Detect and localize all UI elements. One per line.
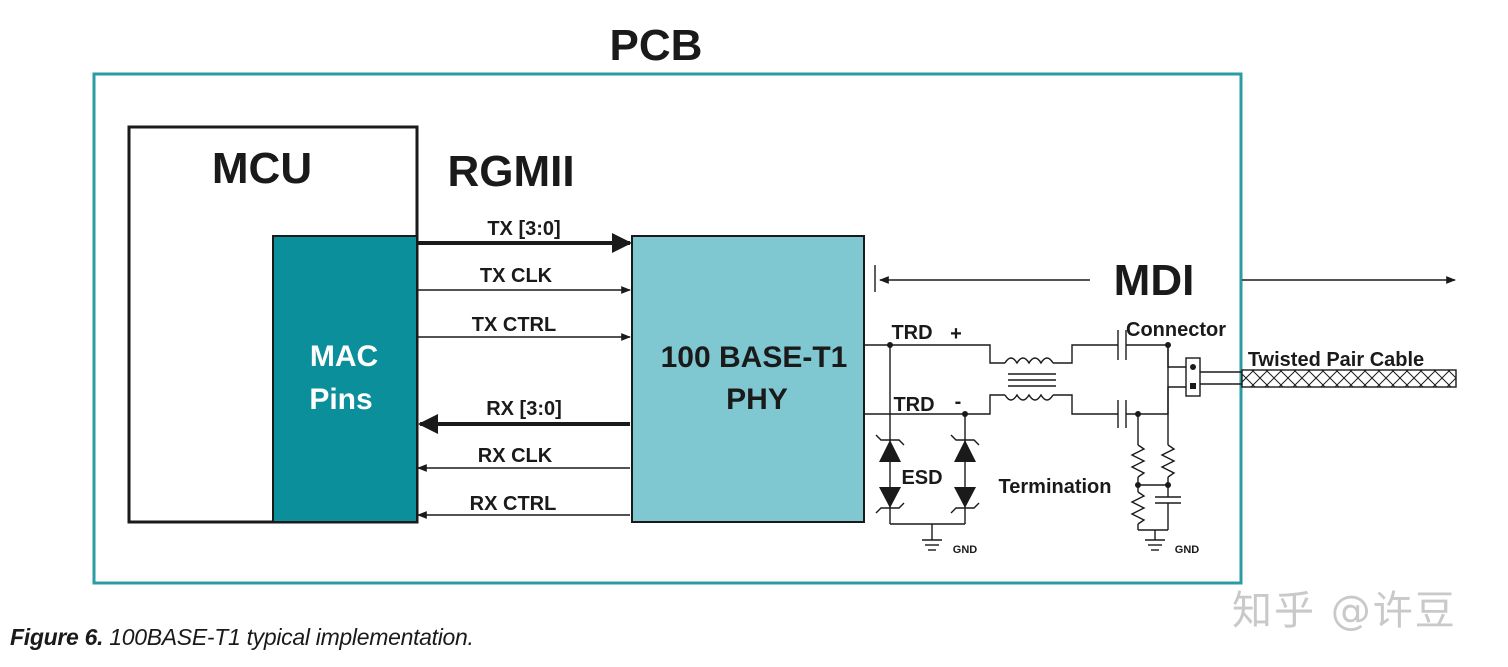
watermark: 知乎 @许豆 — [1232, 588, 1457, 634]
signal-tx-clk-label: TX CLK — [480, 265, 553, 287]
trd-wiring — [864, 330, 1242, 551]
cable-label: Twisted Pair Cable — [1248, 349, 1424, 371]
gnd-left-label: GND — [953, 544, 978, 556]
pcb-border — [92, 72, 1243, 585]
mac-pins-block — [272, 235, 418, 523]
mdi-label: MDI — [1114, 256, 1195, 305]
trd-neg-label: TRD — [893, 394, 934, 416]
diagram-canvas: PCB MCU MAC Pins RGMII 100 BASE-T1 PHY T… — [92, 21, 1457, 585]
phy-block — [631, 235, 865, 523]
gnd-right-label: GND — [1175, 544, 1200, 556]
signal-tx-ctrl-label: TX CTRL — [472, 314, 556, 336]
mcu-label: MCU — [212, 144, 312, 193]
phy-label-line2: PHY — [726, 383, 788, 416]
trd-pos-label: TRD — [891, 322, 932, 344]
caption-prefix: Figure 6. — [10, 624, 104, 650]
trd-neg-sign: - — [955, 391, 962, 413]
twisted-pair-cable — [1241, 369, 1457, 388]
pcb-title: PCB — [610, 21, 703, 70]
termination-label: Termination — [999, 476, 1112, 498]
signal-rx-data-label: RX [3:0] — [486, 398, 562, 420]
figure-caption: Figure 6. 100BASE-T1 typical implementat… — [10, 624, 474, 651]
signal-tx-data-label: TX [3:0] — [487, 218, 560, 240]
rgmii-label: RGMII — [447, 147, 574, 196]
connector-label: Connector — [1126, 319, 1226, 341]
caption-text: 100BASE-T1 typical implementation. — [109, 624, 474, 650]
esd-label: ESD — [901, 467, 942, 489]
mac-label-line1: MAC — [310, 340, 378, 373]
trd-pos-sign: + — [950, 323, 962, 345]
phy-label-line1: 100 BASE-T1 — [661, 341, 848, 374]
mac-label-line2: Pins — [309, 383, 372, 416]
signal-rx-clk-label: RX CLK — [478, 445, 553, 467]
signal-rx-ctrl-label: RX CTRL — [470, 493, 557, 515]
